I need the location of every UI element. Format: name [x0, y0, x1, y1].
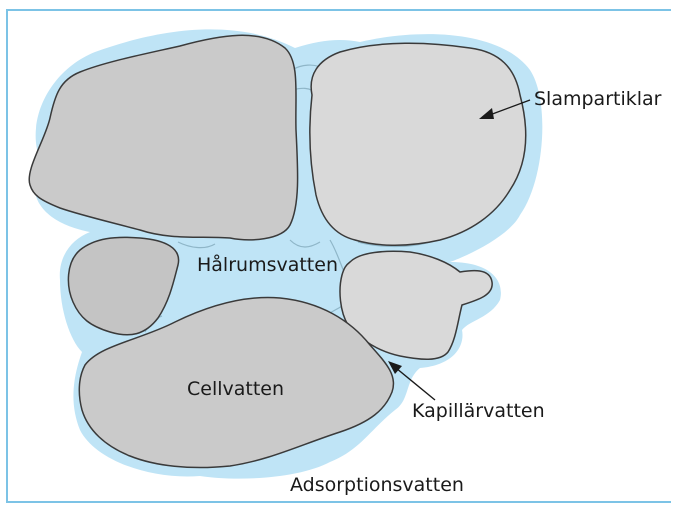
- label-adsorptionsvatten: Adsorptionsvatten: [290, 476, 464, 495]
- label-kapillarvatten: Kapillärvatten: [412, 402, 545, 421]
- label-slampartiklar: Slampartiklar: [534, 90, 661, 109]
- label-halrumsvatten: Hålrumsvatten: [197, 256, 338, 275]
- label-cellvatten: Cellvatten: [187, 380, 284, 399]
- particle-top-left: [29, 35, 297, 239]
